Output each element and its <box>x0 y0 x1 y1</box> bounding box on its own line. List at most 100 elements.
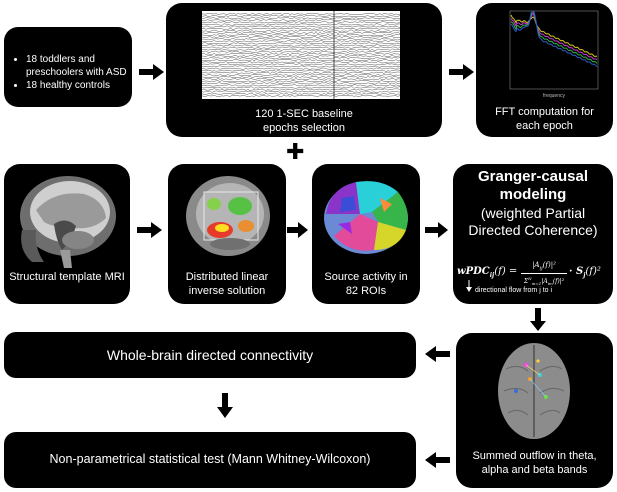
participants-controls: 18 healthy controls <box>26 79 128 92</box>
epochs-box: 120 1-SEC baseline epochs selection <box>166 3 442 137</box>
granger-formula: wPDCij(f) = |Aij(f)|² ΣNm=1|Aim(f)|² · S… <box>457 261 611 287</box>
eeg-trace <box>202 59 400 62</box>
arrow-epochs-to-fft <box>449 64 474 80</box>
down-arrow-icon <box>466 280 472 292</box>
eeg-trace <box>202 17 400 20</box>
eeg-trace <box>202 82 400 85</box>
eeg-trace <box>202 57 400 60</box>
outflow-brain-image <box>498 343 570 439</box>
eeg-trace <box>202 38 400 41</box>
eeg-trace <box>202 69 400 72</box>
formula-den-sum: Σ <box>523 278 529 286</box>
eeg-trace <box>202 73 400 76</box>
granger-subtitle: (weighted Partial Directed Coherence) <box>468 205 598 238</box>
granger-box: Granger-causal modeling (weighted Partia… <box>453 164 613 304</box>
eeg-trace <box>202 31 400 34</box>
eeg-trace <box>202 90 400 93</box>
eeg-trace <box>202 12 400 16</box>
formula-num-tail: (f)|² <box>542 261 556 269</box>
arrow-mri-to-inverse <box>137 222 162 238</box>
eeg-trace <box>202 54 400 58</box>
eeg-trace <box>202 25 400 28</box>
eeg-epochs-image <box>202 11 400 99</box>
eeg-trace <box>202 29 400 32</box>
eeg-trace <box>202 42 400 45</box>
arrow-connectivity-to-stats <box>217 393 233 418</box>
inverse-box: Distributed linear inverse solution <box>168 164 286 304</box>
inverse-solution-image <box>186 176 270 256</box>
plus-symbol: ✚ <box>286 139 305 164</box>
eeg-trace <box>202 88 400 91</box>
epochs-caption: 120 1-SEC baseline epochs selection <box>255 108 353 134</box>
source-caption: Source activity in 82 ROIs <box>324 271 408 297</box>
arrow-outflow-to-stats <box>425 452 450 468</box>
formula-tail: (f)² <box>585 266 601 277</box>
formula-den-sub: im <box>547 281 553 287</box>
source-rois-image <box>324 181 408 254</box>
fft-caption: FFT computation for each epoch <box>495 106 594 132</box>
eeg-trace <box>202 52 400 55</box>
formula-arg: (f) = <box>494 266 518 277</box>
formula-den-end: (f)|² <box>552 278 565 286</box>
arrow-source-to-granger <box>425 222 448 238</box>
fft-curve <box>510 12 598 61</box>
connectivity-box: Whole-brain directed connectivity <box>4 332 416 378</box>
eeg-trace <box>202 21 400 24</box>
eeg-trace <box>202 50 400 53</box>
fft-curve <box>510 14 598 58</box>
eeg-trace <box>202 71 400 74</box>
eeg-trace <box>202 75 400 79</box>
eeg-trace <box>202 67 400 70</box>
eeg-trace <box>202 33 400 37</box>
eeg-trace <box>202 80 400 83</box>
outflow-caption: Summed outflow in theta, alpha and beta … <box>472 450 597 476</box>
stats-label: Non-parametrical statistical test (Mann … <box>49 452 371 466</box>
eeg-trace <box>202 44 400 47</box>
connectivity-label: Whole-brain directed connectivity <box>106 347 314 363</box>
formula-den-limits: m=1 <box>531 281 542 287</box>
eeg-trace <box>202 84 400 87</box>
mri-box: Structural template MRI <box>4 164 130 304</box>
arrow-outflow-to-connectivity <box>425 346 450 362</box>
arrow-granger-to-outflow <box>530 308 546 331</box>
formula-lhs-sub: ij <box>489 272 495 279</box>
mri-caption: Structural template MRI <box>9 271 125 283</box>
formula-den-top: N <box>528 276 532 282</box>
eeg-trace <box>202 78 400 81</box>
eeg-trace <box>202 19 400 22</box>
fft-curve <box>510 11 598 67</box>
participants-list: 18 toddlers and preschoolers with ASD 18… <box>4 53 132 92</box>
fft-curve <box>510 11 598 64</box>
formula-mult-sub: j <box>583 272 586 279</box>
eeg-trace <box>202 23 400 26</box>
eeg-trace <box>202 15 400 18</box>
granger-note: directional flow from j to i <box>475 287 553 294</box>
fft-axis-label: frequency <box>543 93 565 99</box>
eeg-trace <box>202 65 400 68</box>
eeg-trace <box>202 27 400 30</box>
formula-lhs: wPDC <box>457 266 490 277</box>
source-box: Source activity in 82 ROIs <box>312 164 420 304</box>
eeg-trace <box>202 86 400 89</box>
fft-spectrum-plot: frequency <box>509 10 599 99</box>
formula-num: |A <box>532 261 540 269</box>
participants-box: 18 toddlers and preschoolers with ASD 18… <box>4 27 132 107</box>
inverse-caption: Distributed linear inverse solution <box>185 271 269 297</box>
participants-asd: 18 toddlers and preschoolers with ASD <box>26 53 128 79</box>
eeg-trace <box>202 94 400 97</box>
formula-den-tail: |A <box>541 278 548 286</box>
eeg-trace <box>202 40 400 43</box>
mri-brain-image <box>20 176 116 268</box>
formula-mult: · S <box>569 266 584 277</box>
eeg-trace <box>202 63 400 66</box>
stats-box: Non-parametrical statistical test (Mann … <box>4 432 416 488</box>
eeg-trace <box>202 46 400 49</box>
granger-title: Granger-causal modeling <box>477 168 589 203</box>
formula-num-sub: ij <box>539 265 543 272</box>
eeg-trace <box>202 61 400 64</box>
eeg-trace <box>202 92 400 95</box>
fft-box: frequency FFT computation for each epoch <box>476 3 613 137</box>
eeg-trace <box>202 48 400 51</box>
eeg-trace <box>202 35 400 39</box>
outflow-box: Summed outflow in theta, alpha and beta … <box>456 333 613 488</box>
